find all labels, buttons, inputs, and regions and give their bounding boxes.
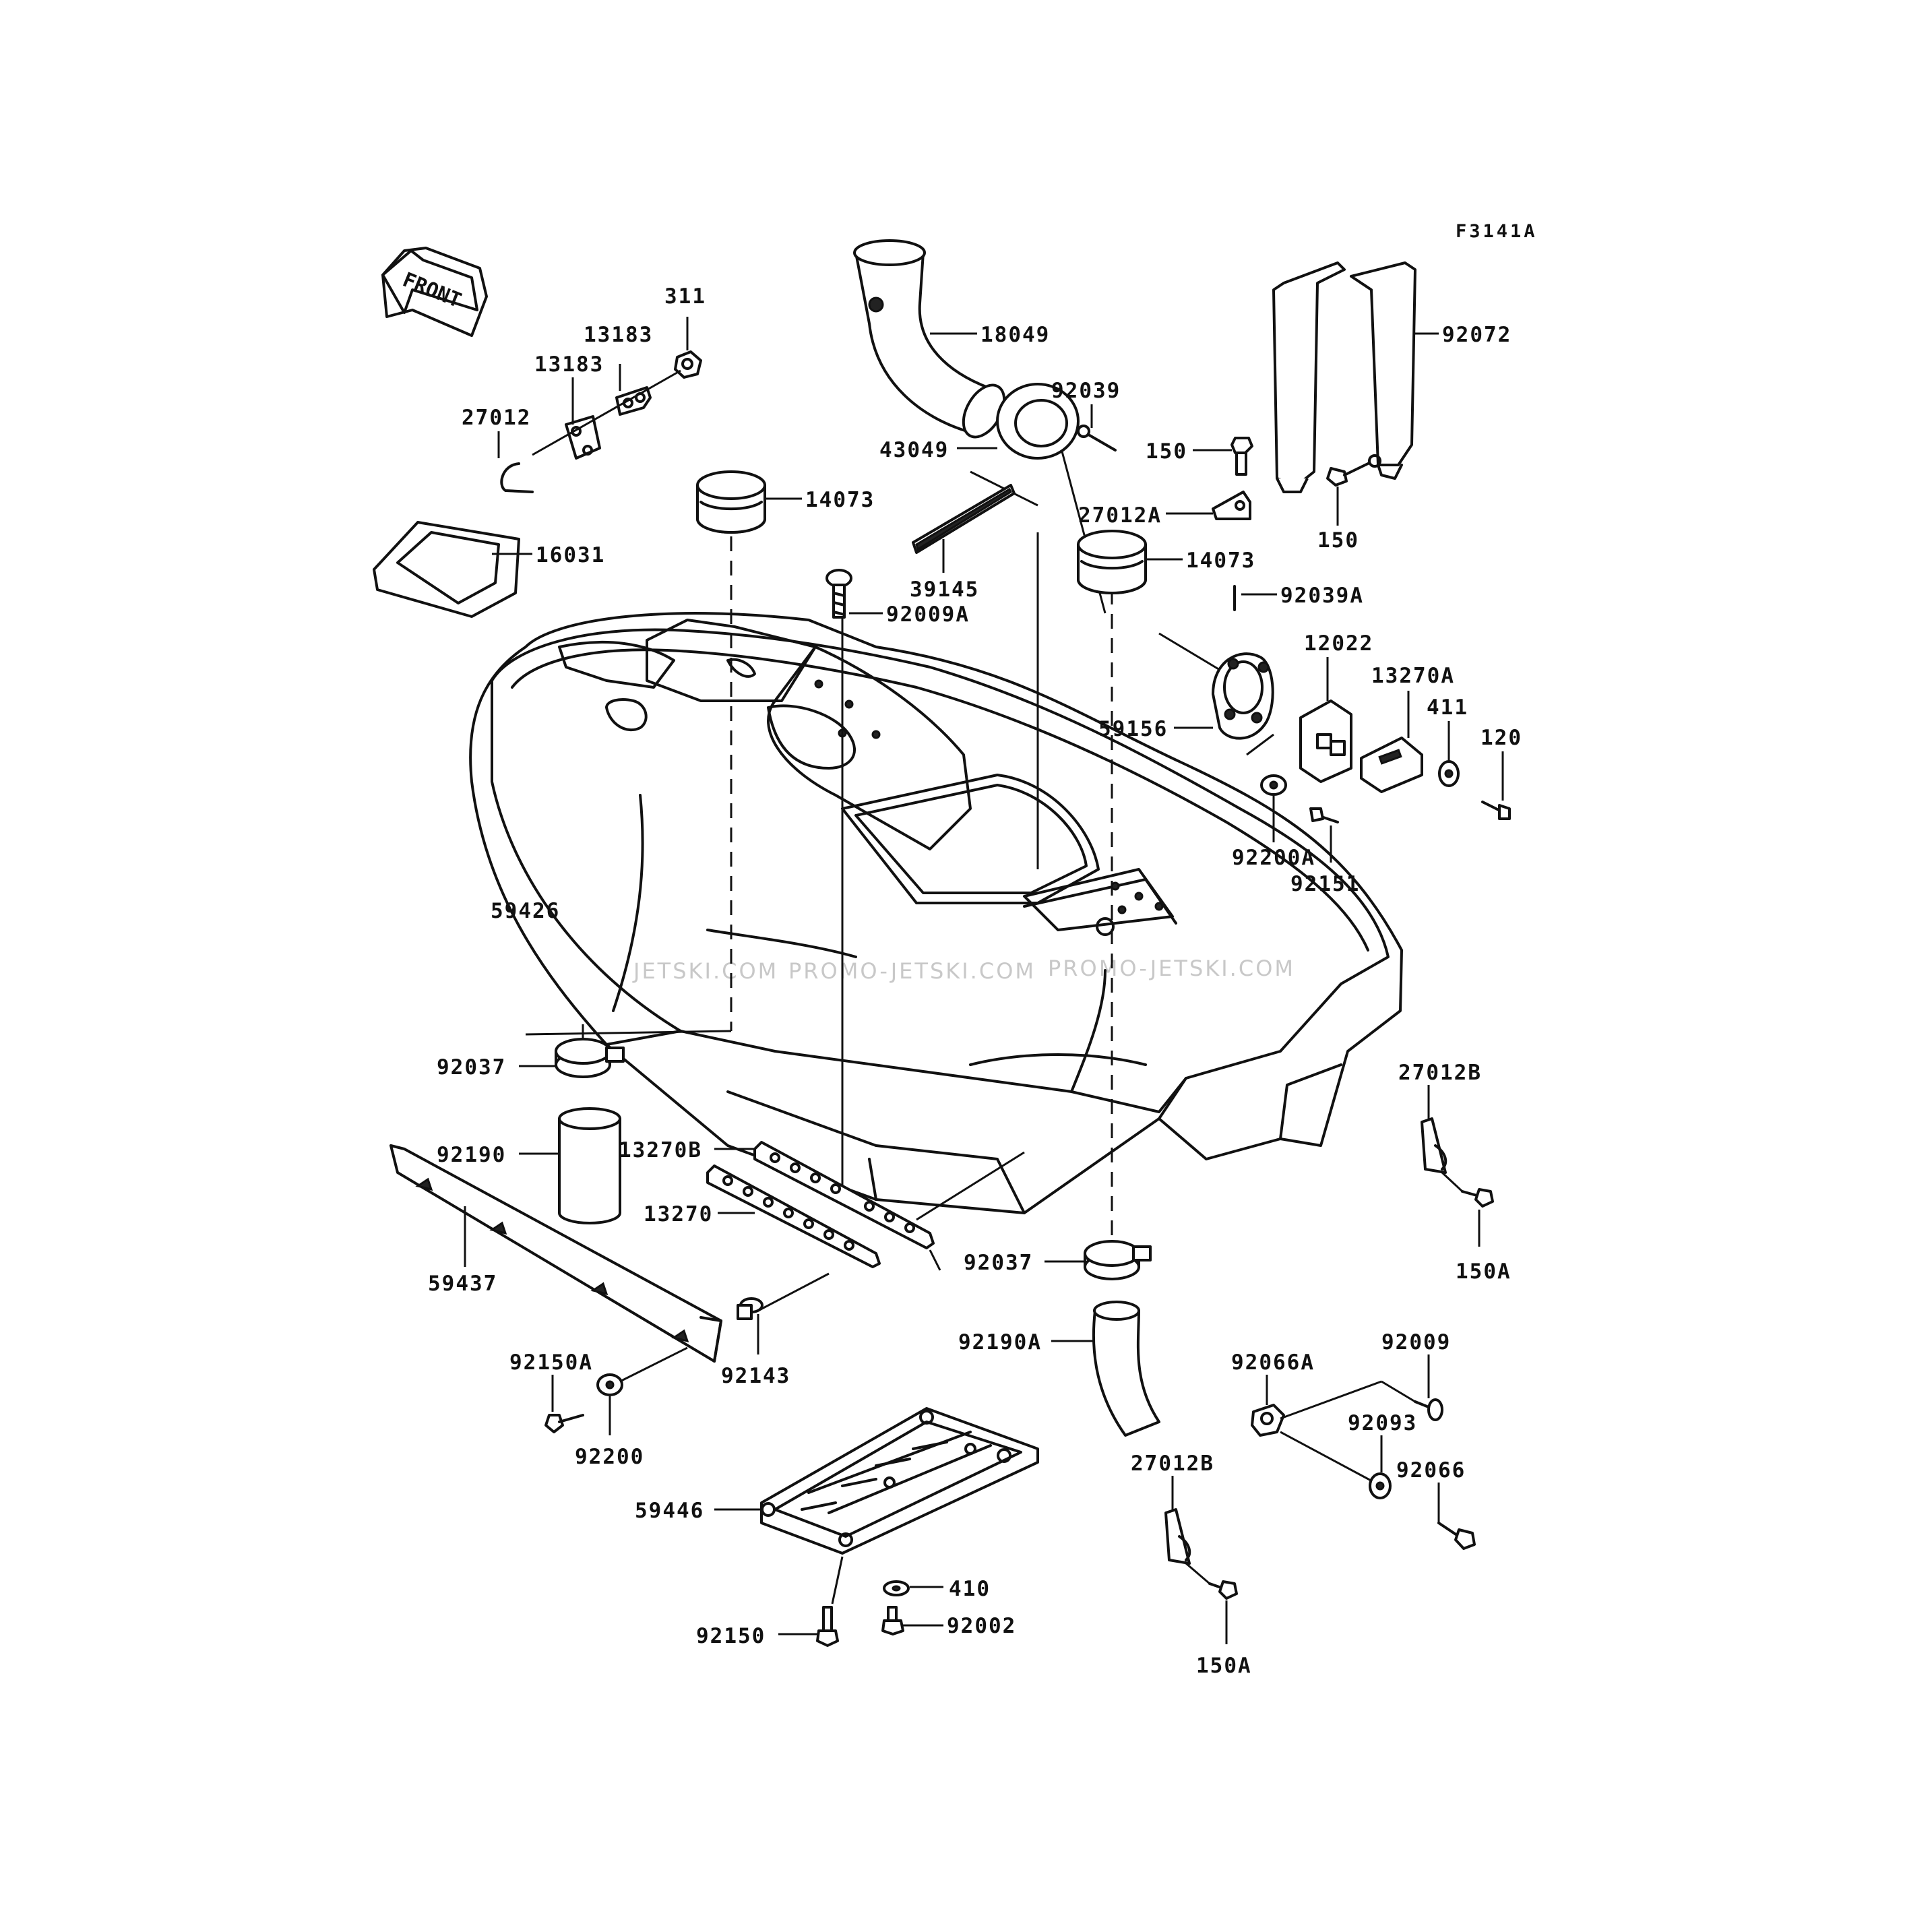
label-59156: 59156 <box>1098 717 1168 741</box>
27012-u-bolt <box>500 462 534 493</box>
label-92066A: 92066A <box>1231 1350 1315 1375</box>
label-150-upper: 150 <box>1146 439 1187 464</box>
150-bolt-lower <box>1326 454 1381 487</box>
label-13270: 13270 <box>644 1202 713 1226</box>
label-14073-right: 14073 <box>1186 549 1255 573</box>
front-arrow-icon: FRONT <box>381 247 488 337</box>
92002-bolt <box>881 1606 904 1635</box>
13270B-strip <box>753 1141 935 1249</box>
label-14073-left: 14073 <box>805 488 875 512</box>
label-92093: 92093 <box>1348 1411 1417 1435</box>
150A-bolt-upper <box>1461 1188 1494 1208</box>
label-92066: 92066 <box>1396 1458 1466 1483</box>
92039-pin <box>1077 425 1117 451</box>
watermark-1: JETSKI.COM <box>632 958 778 984</box>
label-311: 311 <box>664 284 706 309</box>
92151-bolt <box>1309 807 1339 823</box>
label-27012A: 27012A <box>1078 503 1162 528</box>
92200A-washer <box>1260 774 1287 796</box>
label-59446: 59446 <box>635 1499 704 1523</box>
label-92039A: 92039A <box>1280 584 1364 608</box>
label-92037-upper: 92037 <box>437 1055 506 1080</box>
label-411: 411 <box>1427 695 1468 720</box>
13183-plate-upper <box>615 386 652 416</box>
150-bolt-upper <box>1230 437 1253 476</box>
92150A-bolt <box>544 1414 584 1433</box>
label-92150: 92150 <box>696 1624 766 1648</box>
hull-deck <box>469 612 1403 1214</box>
92066A-fitting <box>1251 1404 1285 1437</box>
92037-clamp-lower <box>1084 1240 1152 1280</box>
13270-strip <box>706 1164 881 1268</box>
label-13183-lower: 13183 <box>534 352 604 377</box>
59446-intake-grate <box>760 1407 1039 1555</box>
label-92151: 92151 <box>1290 872 1360 896</box>
label-150A-lower: 150A <box>1196 1654 1252 1678</box>
27012B-bracket-lower <box>1164 1508 1191 1565</box>
411-washer <box>1438 760 1460 787</box>
label-92009: 92009 <box>1381 1330 1451 1354</box>
92009A-screw <box>825 569 852 619</box>
39145-strip <box>912 484 1016 554</box>
18049-intake-duct <box>853 239 1006 439</box>
label-27012: 27012 <box>462 406 531 430</box>
43049-gasket <box>996 383 1080 460</box>
14073-cap-left <box>696 470 766 534</box>
label-92190: 92190 <box>437 1143 506 1167</box>
watermark-2: PROMO-JETSKI.COM <box>788 958 1036 984</box>
label-92190A: 92190A <box>958 1330 1042 1354</box>
label-92200: 92200 <box>575 1445 644 1469</box>
13270A-block <box>1360 737 1423 793</box>
watermark-3: PROMO-JETSKI.COM <box>1048 956 1295 981</box>
label-59437: 59437 <box>428 1272 497 1296</box>
label-150-lower: 150 <box>1317 528 1359 553</box>
92190-tube <box>558 1107 621 1224</box>
311-nut <box>674 350 702 379</box>
label-92037-lower: 92037 <box>964 1251 1033 1275</box>
label-92200A: 92200A <box>1232 846 1315 870</box>
27012B-bracket-upper <box>1421 1117 1447 1174</box>
92037-clamp-upper <box>555 1038 625 1078</box>
figure-code: F3141A <box>1456 221 1538 242</box>
14073-cap-right <box>1077 530 1147 594</box>
92009-screw <box>1414 1398 1443 1421</box>
92190A-tube <box>1092 1301 1160 1437</box>
label-120: 120 <box>1481 726 1522 750</box>
12022-plate <box>1299 699 1352 783</box>
92072-strap <box>1272 261 1439 493</box>
92066-plug <box>1437 1522 1476 1550</box>
label-39145: 39145 <box>910 578 979 602</box>
label-92150A: 92150A <box>509 1350 593 1375</box>
label-92002: 92002 <box>947 1614 1016 1638</box>
label-92072: 92072 <box>1442 323 1512 347</box>
label-27012B-upper: 27012B <box>1398 1061 1482 1085</box>
label-59426: 59426 <box>491 899 560 923</box>
27012A-bracket <box>1212 491 1251 520</box>
92143-bushing <box>737 1297 764 1320</box>
label-13183-upper: 13183 <box>584 323 653 347</box>
label-92039: 92039 <box>1051 379 1121 403</box>
label-43049: 43049 <box>879 438 949 462</box>
label-18049: 18049 <box>980 323 1050 347</box>
label-13270A: 13270A <box>1371 664 1455 688</box>
92093-washer <box>1369 1472 1392 1499</box>
59156-flange <box>1212 652 1274 740</box>
label-410: 410 <box>949 1577 991 1601</box>
92150-bolt <box>816 1606 839 1647</box>
59437-rail <box>389 1144 722 1363</box>
16031-vent-cover <box>373 521 520 618</box>
120-bolt <box>1481 801 1511 820</box>
label-92143: 92143 <box>721 1364 790 1388</box>
label-12022: 12022 <box>1304 631 1373 656</box>
label-16031: 16031 <box>536 543 605 567</box>
13183-plate-lower <box>565 415 601 460</box>
label-27012B-lower: 27012B <box>1131 1452 1214 1476</box>
150A-bolt-lower <box>1208 1580 1238 1600</box>
410-washer <box>883 1580 910 1596</box>
label-92009A: 92009A <box>886 602 970 627</box>
92200-washer <box>596 1373 623 1396</box>
label-13270B: 13270B <box>619 1138 702 1162</box>
label-150A-upper: 150A <box>1456 1259 1512 1284</box>
